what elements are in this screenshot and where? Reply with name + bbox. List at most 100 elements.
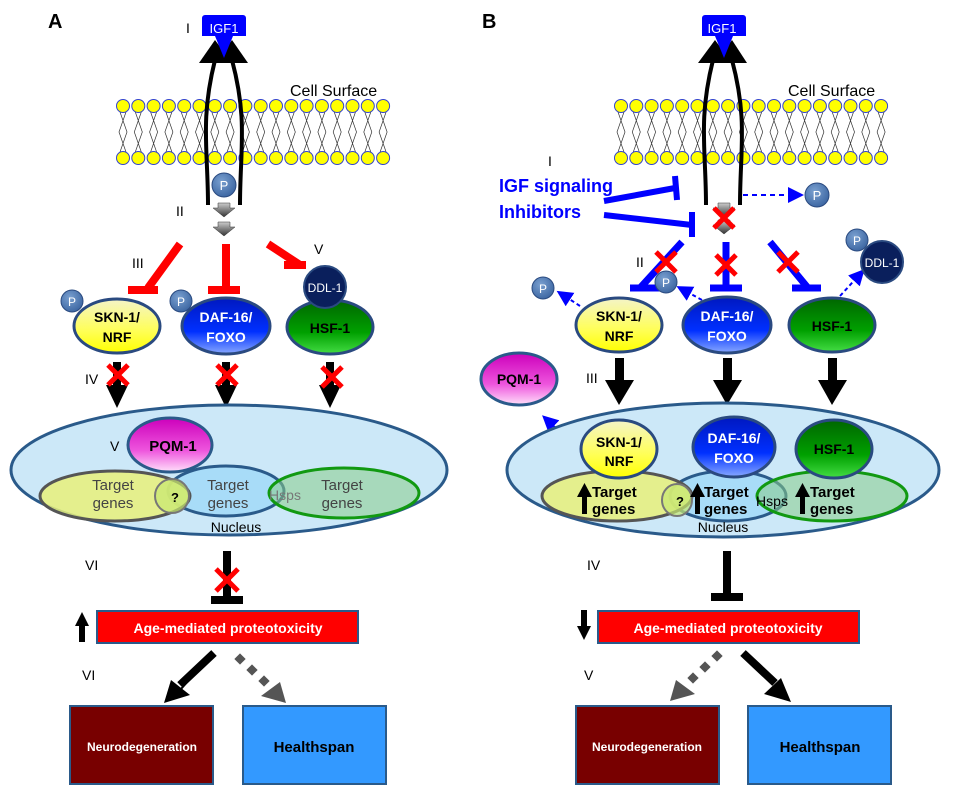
outcome-arrows [164,650,286,703]
step-label: I [186,20,190,36]
lipid-tail [378,111,388,153]
inhibition-lines [128,240,306,294]
lipid-tail [800,111,809,153]
healthspan-box: Healthspan [747,705,892,785]
lipid-head [177,99,192,113]
lipid-tail [179,111,189,153]
lipid-head [116,151,130,165]
svg-text:Hsps: Hsps [756,493,788,509]
svg-text:Nucleus: Nucleus [211,519,262,535]
lipid-head [146,99,161,113]
lipid-head [767,99,781,113]
lipid-tail [302,111,311,153]
svg-text:NRF: NRF [103,329,132,345]
lipid-head [705,99,720,113]
svg-text:NRF: NRF [605,453,634,469]
lipid-head [629,99,644,113]
lipid-tail [647,111,656,153]
svg-text:SKN-1/: SKN-1/ [94,309,140,325]
lipid-tail [225,111,235,153]
lipid-head [253,151,268,165]
lipid-head [690,151,705,165]
lipid-head [812,99,827,113]
step-label: II [636,254,644,270]
lipid-tail [830,111,840,153]
lipid-head [782,151,797,165]
lipid-tail [846,111,855,153]
svg-text:Target: Target [704,484,749,501]
lipid-head [207,99,222,113]
lipid-head [345,99,360,113]
lipid-tail [133,111,143,153]
nucleus: SKN-1/ NRF DAF-16/ FOXO HSF-1 ? Target g… [505,401,941,539]
inhibition-line [711,551,743,601]
panel-a: A Cell Surface IGF1 I P II [9,11,449,785]
step-label: VI [82,667,95,683]
svg-text:Target: Target [207,477,250,494]
svg-text:IGF1: IGF1 [210,21,239,36]
lipid-head [299,99,314,113]
lipid-head [192,151,207,165]
lipid-head [299,151,314,165]
svg-text:DDL-1: DDL-1 [308,281,343,295]
lipid-head [843,151,858,165]
lipid-tail [784,111,794,153]
lipid-tail [708,111,718,153]
lipid-tail [754,111,764,153]
svg-text:DAF-16/: DAF-16/ [708,430,761,446]
lipid-head [843,99,858,113]
lipid-tail [195,111,204,153]
svg-text:P: P [220,178,229,193]
igf1-receptor [199,40,248,206]
lipid-head [161,99,176,113]
lipid-head [782,99,797,113]
lipid-head [614,151,628,165]
svg-text:Hsps: Hsps [269,487,301,503]
panel-b: B Cell Surface IGF1 I IGF signaling Inhi… [479,11,941,785]
panel-b-label: B [482,11,496,33]
lipid-head [797,99,812,113]
igf1-ligand: IGF1 [702,15,746,58]
lipid-head [614,99,628,113]
svg-text:genes: genes [810,501,853,518]
lipid-head [330,99,345,113]
svg-text:IGF1: IGF1 [708,21,737,36]
lipid-head [675,151,690,165]
svg-text:P: P [662,276,670,290]
lipid-tail [769,111,779,153]
lipid-tail [332,111,342,153]
svg-text:SKN-1/: SKN-1/ [596,308,642,324]
activation-arrows [605,358,847,405]
svg-text:DDL-1: DDL-1 [865,256,900,270]
svg-text:Neurodegeneration: Neurodegeneration [592,740,702,754]
step-label: V [314,241,324,257]
svg-text:?: ? [676,494,684,509]
lipid-head [644,99,659,113]
lipid-head [223,151,238,165]
svg-text:?: ? [171,490,179,505]
cell-surface-label: Cell Surface [290,83,377,100]
skn1-nrf-node: P SKN-1/ NRF [60,289,162,355]
blocked-arrows [106,362,344,408]
lipid-head [131,151,146,165]
step-label: III [132,255,144,271]
cell-membrane [614,99,889,165]
svg-text:Healthspan: Healthspan [274,739,355,756]
lipid-head [207,151,222,165]
lipid-head [223,99,238,113]
svg-text:PQM-1: PQM-1 [497,371,542,387]
lipid-head [659,151,674,165]
step-label: VI [85,557,98,573]
svg-text:Target: Target [592,484,637,501]
lipid-tail [876,111,886,153]
svg-text:SKN-1/: SKN-1/ [596,434,642,450]
lipid-tail [631,111,641,153]
daf16-foxo-node: P DAF-16/ FOXO [169,289,272,356]
lipid-head [751,99,766,113]
phospho-released: P [743,182,830,208]
lipid-head [284,151,299,165]
blocked-inhibition-lines [630,239,821,292]
svg-text:genes: genes [93,495,134,512]
lipid-tail [118,111,128,153]
pqm1-exported: PQM-1 [479,351,561,433]
